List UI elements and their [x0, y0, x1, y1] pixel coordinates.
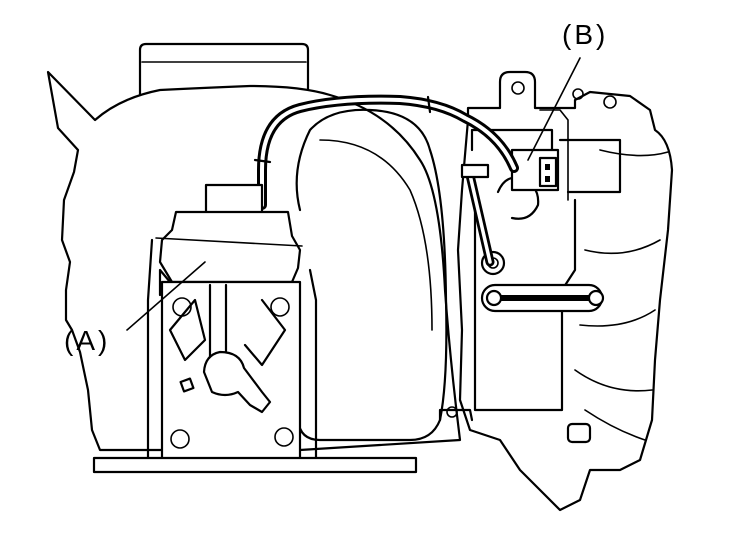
callout-label-b: (B)	[562, 19, 608, 50]
top-boss	[138, 42, 310, 97]
right-casting	[438, 70, 674, 512]
intake-plenum	[295, 108, 448, 442]
callout-b: (B)	[527, 19, 608, 161]
callout-label-a: (A)	[64, 325, 110, 356]
throttle-base	[92, 238, 418, 474]
actuator-a	[155, 183, 303, 297]
sensor-b	[510, 148, 560, 192]
vacuum-hose	[253, 94, 519, 267]
callout-a: (A)	[64, 261, 206, 356]
